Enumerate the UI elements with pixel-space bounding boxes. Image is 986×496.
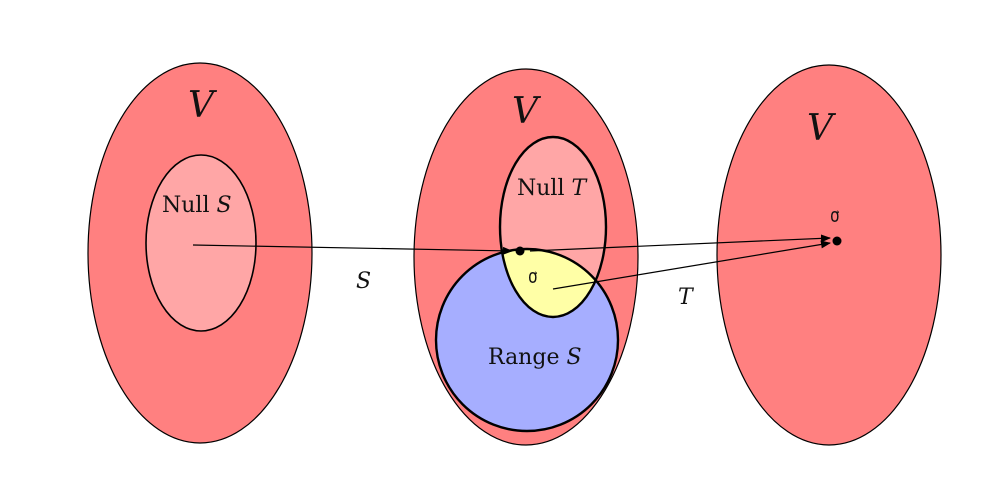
map-s-label: S <box>356 269 371 294</box>
range-s-label: Range S <box>488 345 582 370</box>
space-middle: V Null T Range S 0⃗ <box>413 68 639 446</box>
zero-label-middle: 0⃗ <box>528 269 538 287</box>
space-middle-label: V <box>512 91 542 132</box>
null-s-region <box>145 154 257 332</box>
space-left-label: V <box>188 85 218 126</box>
space-right-label: V <box>807 108 837 149</box>
space-right: V 0⃗ <box>716 64 942 446</box>
null-s-label: Null S <box>162 193 232 218</box>
zero-point-middle <box>515 246 525 256</box>
zero-point-right <box>832 236 842 246</box>
null-t-label: Null T <box>517 176 588 201</box>
arrow-s <box>192 244 513 255</box>
arrow-t-from-zero <box>529 234 831 252</box>
space-right-ellipse <box>716 64 942 446</box>
intersection-region <box>500 249 606 317</box>
range-s-outline <box>434 247 620 433</box>
zero-label-right: 0⃗ <box>830 208 840 226</box>
space-left: V Null S <box>87 62 313 444</box>
map-t-label: T <box>678 285 695 310</box>
arrow-t-from-intersection <box>552 240 831 290</box>
null-t-outline <box>498 135 608 319</box>
